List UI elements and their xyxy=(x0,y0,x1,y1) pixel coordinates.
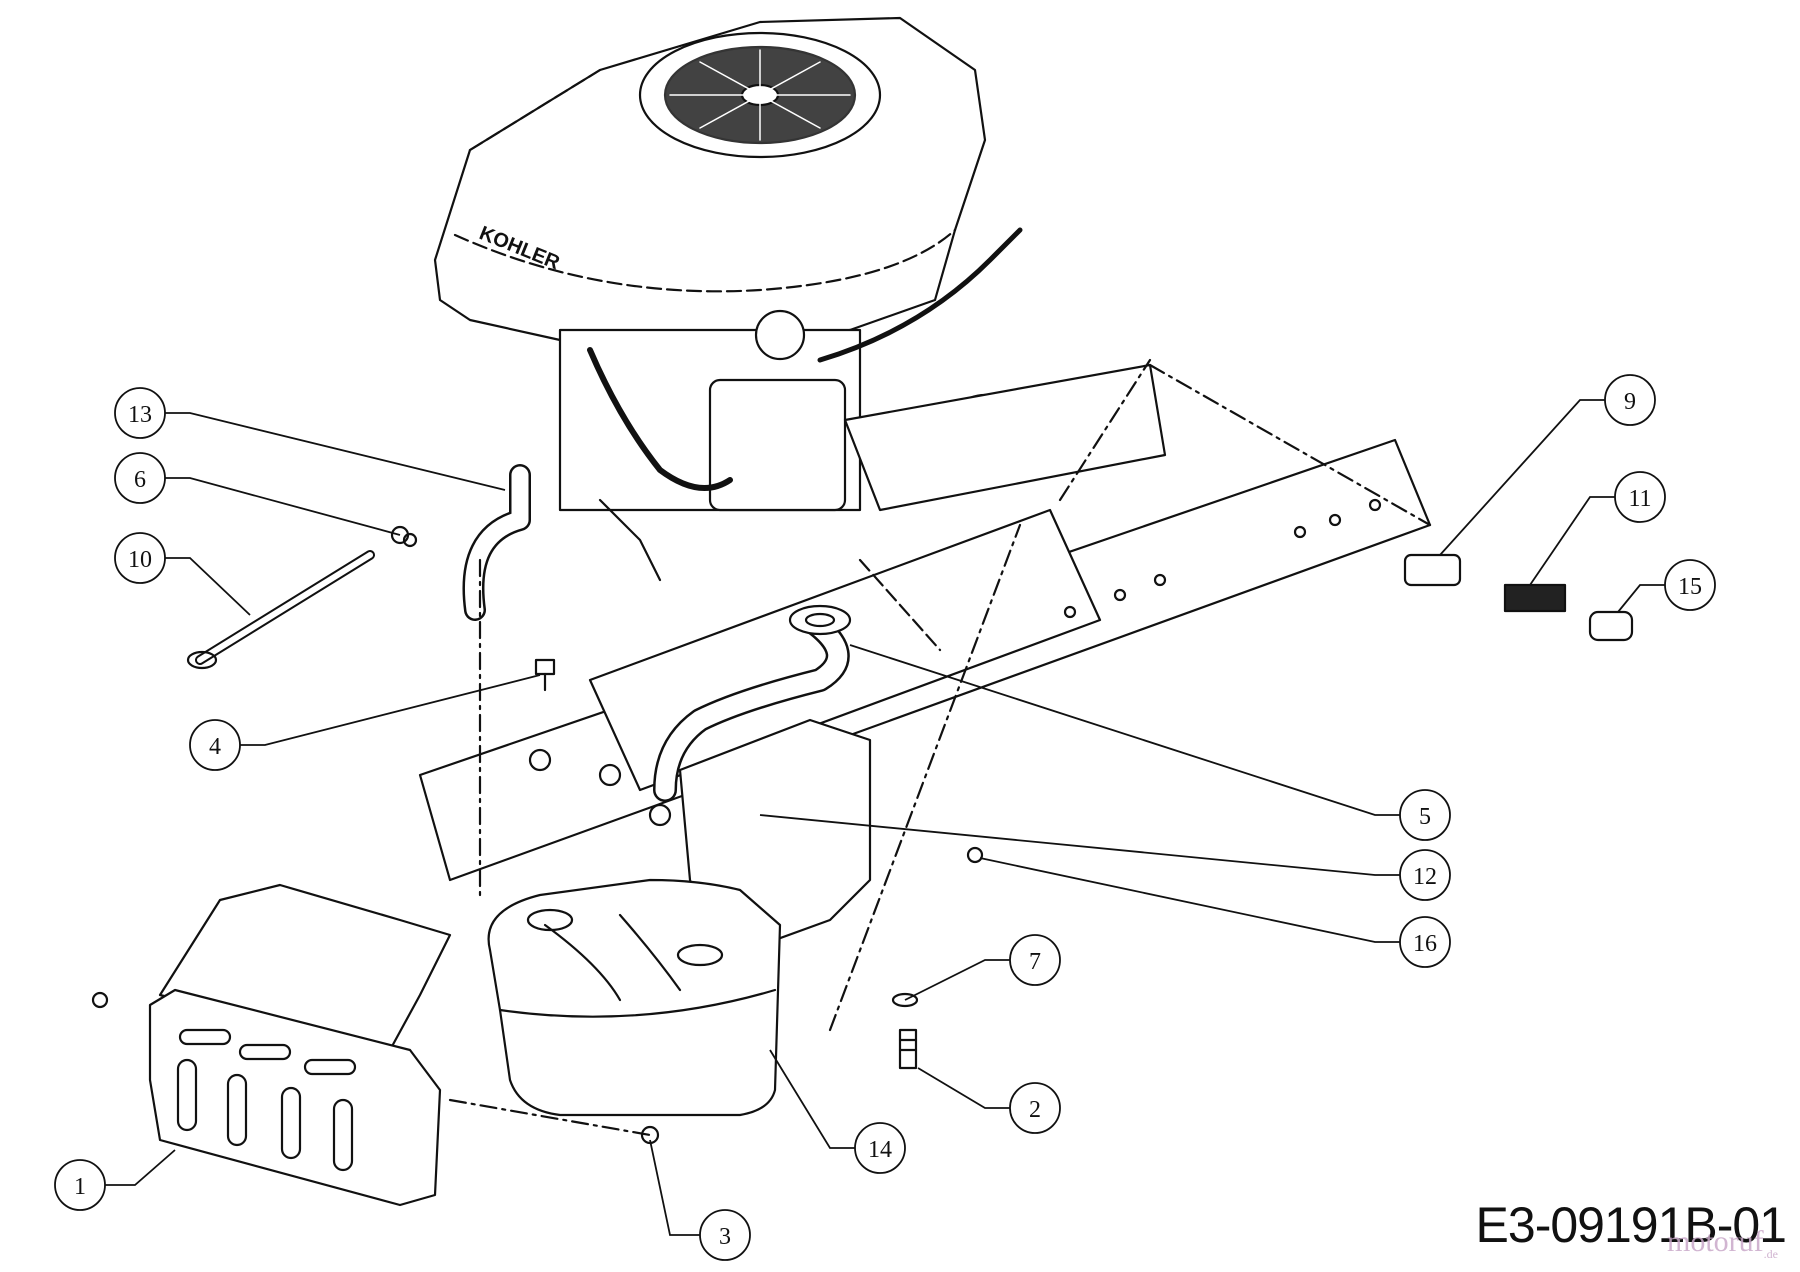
exhaust-flange-5 xyxy=(788,604,852,636)
heat-shield-1 xyxy=(148,883,452,1207)
bolt-2 xyxy=(898,1028,918,1070)
watermark-suffix: .de xyxy=(1763,1247,1778,1261)
svg-text:1: 1 xyxy=(74,1174,86,1200)
bolt-16 xyxy=(966,846,984,864)
watermark-text: motoruf xyxy=(1667,1225,1764,1258)
svg-text:16: 16 xyxy=(1413,931,1437,957)
frame-rail-rear xyxy=(843,363,1167,512)
callout-11: 11 xyxy=(1529,471,1666,586)
svg-text:7: 7 xyxy=(1029,949,1041,975)
washer-7 xyxy=(891,992,919,1008)
callout-10: 10 xyxy=(114,532,251,616)
callout-6: 6 xyxy=(114,452,401,536)
heat-shield-vent-slots xyxy=(176,1028,357,1172)
wiring-harness xyxy=(587,347,733,491)
drawing-reference-code: E3-09191B-01 xyxy=(1475,1197,1787,1253)
callout-3: 3 xyxy=(649,1139,751,1261)
screw-shield xyxy=(91,991,109,1009)
engine-assembly: KOHLER xyxy=(433,16,1027,582)
svg-text:6: 6 xyxy=(134,467,146,493)
svg-text:2: 2 xyxy=(1029,1097,1041,1123)
hose-clamp-6 xyxy=(390,525,418,548)
sleeve-15 xyxy=(1588,610,1634,642)
valve-cover xyxy=(708,378,847,512)
fuel-hose-10 xyxy=(186,550,375,670)
fitting-9 xyxy=(1403,553,1462,587)
callout-4: 4 xyxy=(189,674,541,771)
watermark-logo: motoruf.de xyxy=(1667,1225,1778,1262)
svg-text:10: 10 xyxy=(128,547,152,573)
frame-holes xyxy=(528,498,1382,827)
callout-16: 16 xyxy=(979,857,1451,968)
callout-12: 12 xyxy=(759,814,1451,901)
svg-text:14: 14 xyxy=(868,1137,892,1163)
spark-plug xyxy=(754,309,806,361)
callout-9: 9 xyxy=(1439,374,1656,556)
fuel-line xyxy=(817,227,1023,363)
svg-text:12: 12 xyxy=(1413,864,1437,890)
svg-text:13: 13 xyxy=(128,402,152,428)
svg-text:11: 11 xyxy=(1628,486,1651,512)
svg-text:3: 3 xyxy=(719,1224,731,1250)
callout-13: 13 xyxy=(114,387,506,491)
fitting-11 xyxy=(1503,583,1567,613)
exhaust-assembly xyxy=(462,464,872,1117)
svg-text:5: 5 xyxy=(1419,804,1431,830)
svg-text:4: 4 xyxy=(209,734,221,760)
svg-text:9: 9 xyxy=(1624,389,1636,415)
svg-text:15: 15 xyxy=(1678,574,1702,600)
callout-15: 15 xyxy=(1617,559,1716,613)
callout-1: 1 xyxy=(54,1149,176,1211)
fastener-4 xyxy=(534,658,556,692)
callout-2: 2 xyxy=(917,1067,1061,1134)
callout-14: 14 xyxy=(769,1049,906,1174)
callout-5: 5 xyxy=(849,644,1451,841)
callout-7: 7 xyxy=(904,934,1061,1001)
